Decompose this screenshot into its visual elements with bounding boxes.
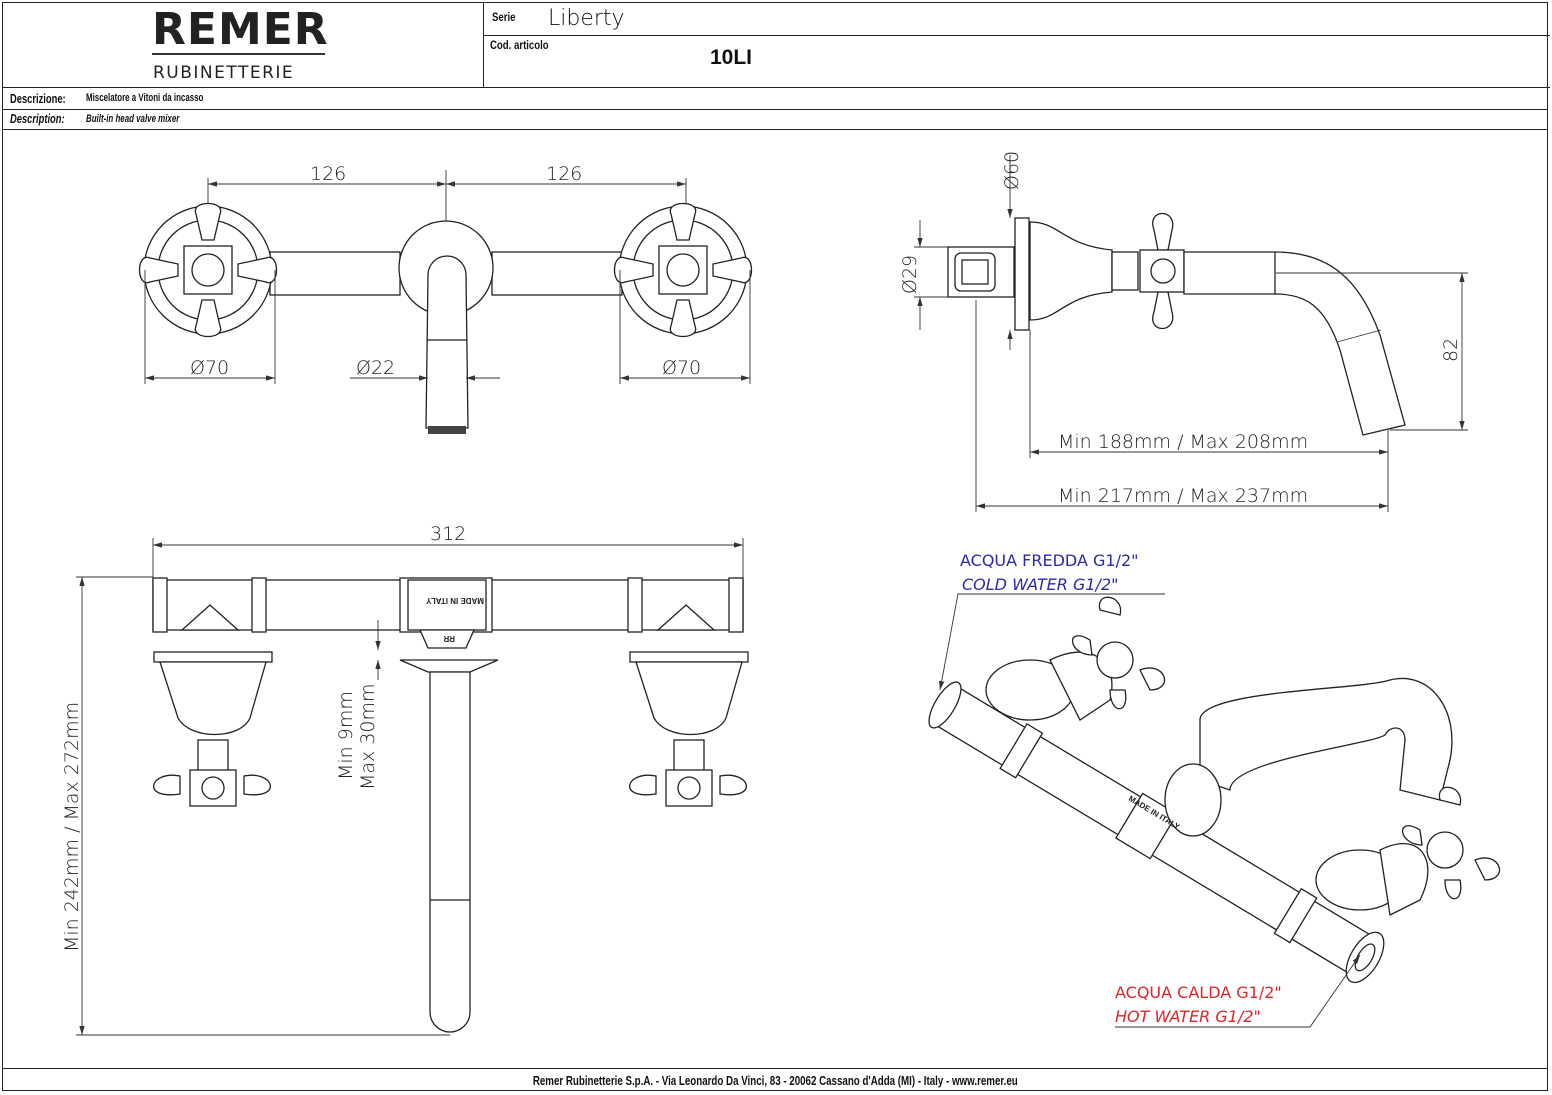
dim-312: 312 [430,523,466,545]
serie-cell: Serie Liberty [484,2,1550,36]
description-it-value: Miscelatore a Vitoni da incasso [86,92,204,104]
rr-logo: RR [443,634,455,643]
dim-dia-60: Ø60 [1001,151,1023,190]
serie-value: Liberty [548,6,625,31]
dim-dia-70-left: Ø70 [190,357,229,379]
dim-reach-total: Min 217mm / Max 237mm [1058,485,1308,507]
description-en-value: Built-in head valve mixer [86,113,180,125]
label-cold-it: ACQUA FREDDA G1/2" [960,551,1139,570]
iso-spout [1199,677,1453,801]
dim-dia-70-right: Ø70 [662,357,701,379]
side-spout [1183,251,1406,436]
plan-view: 312 MADE IN ITALY RR Min 242m [61,523,749,1036]
label-hot-it: ACQUA CALDA G1/2" [1115,983,1282,1002]
label-hot-en: HOT WATER G1/2" [1115,1007,1261,1026]
dim-wall-max: Max 30mm [357,683,379,790]
plan-spout [429,671,471,1033]
plan-valve-left [152,604,273,807]
dim-depth: Min 242mm / Max 272mm [61,702,83,952]
handle-right [613,202,753,338]
dim-82: 82 [1440,338,1462,362]
front-view: 126 126 Ø70 Ø22 Ø70 [138,163,753,434]
code-cell: Cod. articolo 10LI [484,36,1550,88]
brand-logo: REMER [152,4,329,55]
footer-address: Remer Rubinetterie S.p.A. - Via Leonardo… [532,1073,1018,1088]
logo-rule [152,53,325,55]
code-value: 10LI [710,46,753,69]
handle-left [138,202,278,338]
iso-valve-cold [985,596,1166,721]
description-en-row: Description: Built-in head valve mixer [2,110,1548,130]
front-spout [425,255,469,429]
isometric-view: MADE IN ITALY ACQUA FREDDA G1/2" COLD WA… [928,551,1501,1028]
brand-subtitle: RUBINETTERIE [153,63,295,83]
side-view: Ø60 Ø29 82 Min 188mm / Max 208mm Min 217… [899,151,1468,512]
made-in-italy-stamp: MADE IN ITALY [426,596,484,605]
dim-wall-min: Min 9mm [335,691,357,780]
dim-dia-22: Ø22 [356,357,395,379]
description-it-row: Descrizione: Miscelatore a Vitoni da inc… [2,88,1548,110]
label-cold-en: COLD WATER G1/2" [962,575,1118,594]
dim-dia-29: Ø29 [899,255,921,294]
description-it-label: Descrizione: [10,91,66,106]
footer: Remer Rubinetterie S.p.A. - Via Leonardo… [2,1068,1548,1091]
dim-126-left: 126 [310,163,346,185]
dim-reach-spout: Min 188mm / Max 208mm [1058,431,1308,453]
dim-126-right: 126 [546,163,582,185]
description-en-label: Description: [10,111,65,126]
serie-label: Serie [492,10,516,24]
plan-valve-right [628,604,749,807]
iso-valve-hot [1315,786,1501,916]
code-label: Cod. articolo [490,38,549,52]
logo-cell: REMER RUBINETTERIE [2,2,484,88]
